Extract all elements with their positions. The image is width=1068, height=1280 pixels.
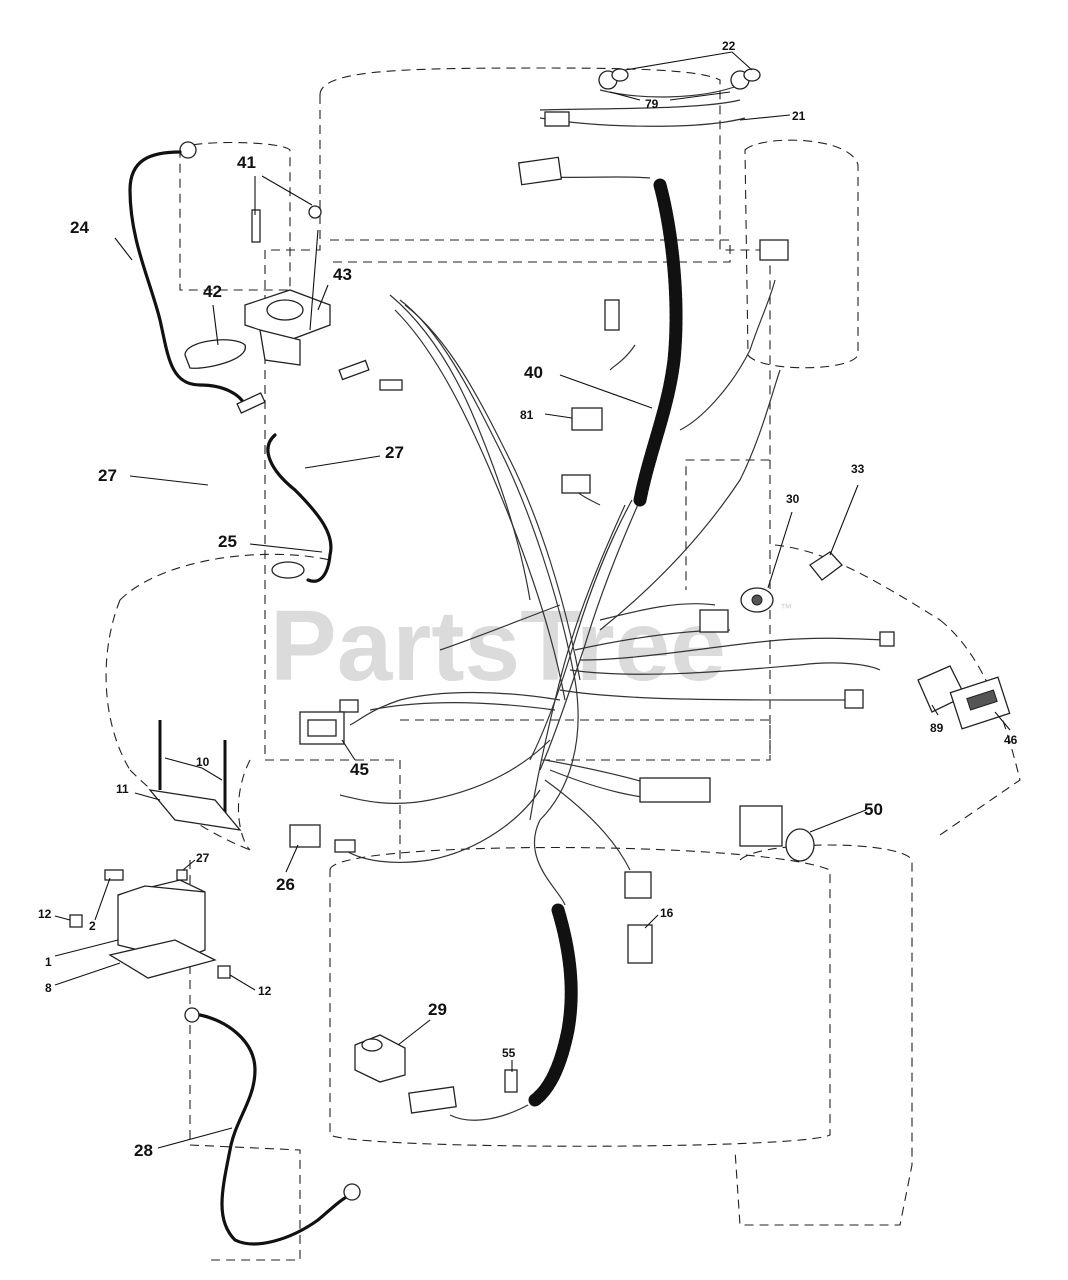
callout-42: 42 <box>203 282 222 301</box>
wiring-harness <box>339 174 891 906</box>
callout-81: 81 <box>520 408 534 422</box>
callout-1: 1 <box>45 955 52 969</box>
callout-33: 33 <box>851 462 865 476</box>
conduit-40 <box>633 178 683 507</box>
callout-55: 55 <box>502 1046 516 1060</box>
callout-labels: 22 79 21 41 24 42 43 40 81 27 27 33 30 2… <box>38 39 1018 1160</box>
callout-22: 22 <box>722 39 736 53</box>
part-55 <box>504 1069 518 1093</box>
headlight-harness <box>539 68 761 127</box>
callout-25: 25 <box>218 532 237 551</box>
callout-10: 10 <box>196 755 210 769</box>
callout-79: 79 <box>645 97 659 111</box>
leader-lines <box>54 51 1011 1149</box>
callout-29: 29 <box>428 1000 447 1019</box>
battery-1 <box>69 869 231 979</box>
solenoid-assembly <box>184 205 331 369</box>
callout-45: 45 <box>350 760 369 779</box>
callout-28: 28 <box>134 1141 153 1160</box>
callout-89: 89 <box>930 721 944 735</box>
part-45 <box>299 711 345 745</box>
part-29 <box>354 1034 457 1114</box>
top-connector <box>517 156 563 186</box>
watermark-trademark: ™ <box>780 601 792 615</box>
callout-12-right: 12 <box>258 984 272 998</box>
part-33 <box>809 551 843 581</box>
conduit-55 <box>449 903 578 1121</box>
callout-40: 40 <box>524 363 543 382</box>
callout-27-right: 27 <box>385 443 404 462</box>
callout-24: 24 <box>70 218 89 237</box>
callout-27-left: 27 <box>98 466 117 485</box>
callout-50: 50 <box>864 800 883 819</box>
callout-16: 16 <box>660 906 674 920</box>
callout-21: 21 <box>792 109 806 123</box>
hour-meter-89-46 <box>917 665 1011 730</box>
callout-41: 41 <box>237 153 256 172</box>
battery-cable-25 <box>266 433 333 583</box>
connectors <box>334 239 895 964</box>
callout-46: 46 <box>1004 733 1018 747</box>
callout-43: 43 <box>333 265 352 284</box>
part-26 <box>289 824 321 848</box>
callout-26: 26 <box>276 875 295 894</box>
callout-2: 2 <box>89 919 96 933</box>
callout-30: 30 <box>786 492 800 506</box>
battery-cable-24 <box>128 141 266 414</box>
switch-30 <box>740 587 774 613</box>
callout-8: 8 <box>45 981 52 995</box>
battery-holddown <box>148 720 242 831</box>
switch-50 <box>739 805 815 862</box>
callout-12-left: 12 <box>38 907 52 921</box>
callout-11: 11 <box>116 782 129 796</box>
battery-cable-28 <box>184 1007 361 1246</box>
callout-27-battery: 27 <box>196 851 210 865</box>
